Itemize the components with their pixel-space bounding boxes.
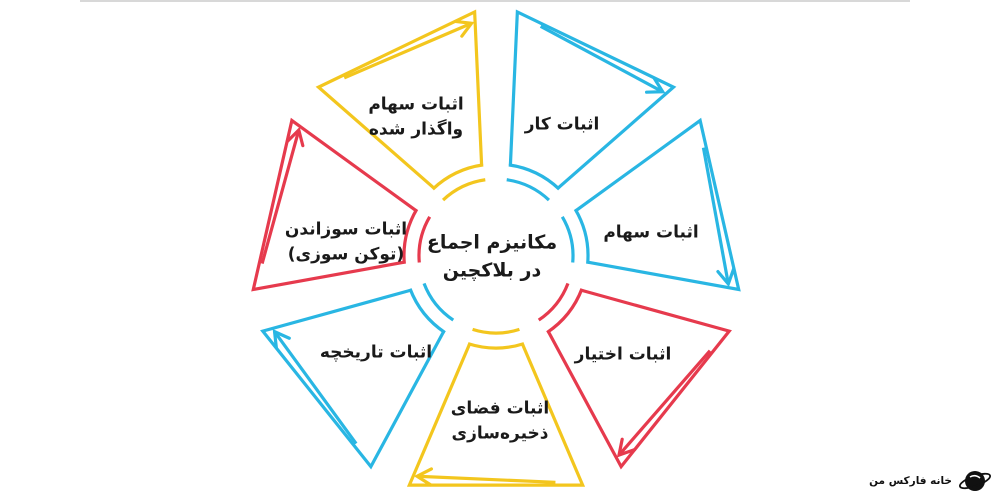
segment-label-line: اثبات سهام (368, 94, 464, 115)
segment-label-proof-of-history: اثبات تاریخچه (320, 341, 432, 366)
segment-label-proof-of-burn: اثبات سوزاندن (توکن سوزی) (285, 217, 407, 266)
segment-label-proof-of-authority: اثبات اختیار (575, 343, 672, 368)
segment-label-line: اثبات سهام (603, 222, 699, 243)
segment-arrow-head-proof-of-stake (716, 267, 736, 288)
segment-label-line: اثبات کار (524, 114, 600, 135)
segment-inner-arc-1-proof-of-stake (573, 208, 590, 264)
segment-inner-arc-2-proof-of-history (422, 282, 455, 322)
globe-logo-icon (958, 471, 992, 491)
segment-arrow-line-delegated-proof-of-stake (343, 21, 473, 80)
watermark: خانه فارکس من (869, 468, 992, 494)
segment-arrow-line-proof-of-authority (617, 349, 712, 457)
segment-label-delegated-proof-of-stake: اثبات سهام واگذار شده (368, 92, 463, 141)
segment-label-line: اثبات تاریخچه (319, 342, 433, 363)
segment-label-proof-of-stake: اثبات سهام (603, 221, 698, 246)
segment-label-line: (توکن سوزی) (287, 244, 405, 264)
segment-inner-arc-2-proof-of-stake (560, 216, 575, 263)
segment-arrow-head-delegated-proof-of-stake (453, 19, 475, 38)
segment-arrow-line-proof-of-stake (701, 147, 730, 285)
segment-outline-proof-of-stake (575, 117, 741, 292)
segment-inner-arc-1-proof-of-history (408, 288, 446, 334)
segment-label-line: ذخیره‌سازی (451, 423, 549, 443)
watermark-text: خانه فارکس من (869, 475, 952, 487)
segment-outline-proof-of-burn (251, 117, 417, 292)
segment-label-line: اثبات اختیار (574, 344, 672, 365)
segment-inner-arc-2-delegated-proof-of-stake (441, 178, 486, 202)
segment-arrow-line-proof-of-burn (260, 129, 301, 265)
segment-outline-proof-of-space (406, 343, 586, 487)
segment-label-proof-of-work: اثبات کار (525, 113, 600, 138)
segment-inner-arc-2-proof-of-space (472, 327, 520, 335)
segment-label-line: اثبات فضای (450, 398, 550, 419)
segment-arrow-head-proof-of-burn (285, 126, 305, 148)
segment-inner-arc-2-proof-of-authority (537, 282, 570, 322)
segment-arrow-line-proof-of-space (416, 474, 556, 484)
center-title: مکانیزم اجماع در بلاکچین (427, 229, 557, 284)
segment-arrow-head-proof-of-authority (616, 437, 636, 458)
segment-inner-arc-2-proof-of-burn (417, 216, 432, 263)
segment-outline-proof-of-authority (546, 288, 732, 470)
segment-arrow-line-proof-of-history (273, 330, 358, 445)
segment-label-proof-of-space: اثبات فضای ذخیره‌سازی (451, 396, 549, 445)
segment-label-line: اثبات سوزاندن (284, 219, 408, 240)
segment-inner-arc-1-proof-of-burn (402, 208, 419, 264)
center-title-line2: در بلاکچین (442, 259, 542, 281)
segment-inner-arc-1-proof-of-space (467, 342, 525, 350)
segment-inner-arc-1-proof-of-work (508, 163, 561, 191)
segment-outline-delegated-proof-of-stake (315, 9, 484, 190)
segment-arrow-head-proof-of-space (413, 467, 433, 487)
center-title-line1: مکانیزم اجماع (426, 231, 558, 254)
segment-inner-arc-2-proof-of-work (506, 178, 551, 202)
segment-arrow-head-proof-of-work (644, 76, 666, 94)
segment-outline-proof-of-history (260, 288, 446, 470)
segment-outline-proof-of-work (508, 9, 677, 190)
segment-label-line: واگذار شده (368, 119, 464, 139)
segment-inner-arc-1-proof-of-authority (546, 288, 584, 334)
segment-inner-arc-1-delegated-proof-of-stake (431, 163, 484, 191)
segment-arrow-head-proof-of-history (272, 329, 291, 350)
segment-arrow-line-proof-of-work (539, 24, 664, 94)
